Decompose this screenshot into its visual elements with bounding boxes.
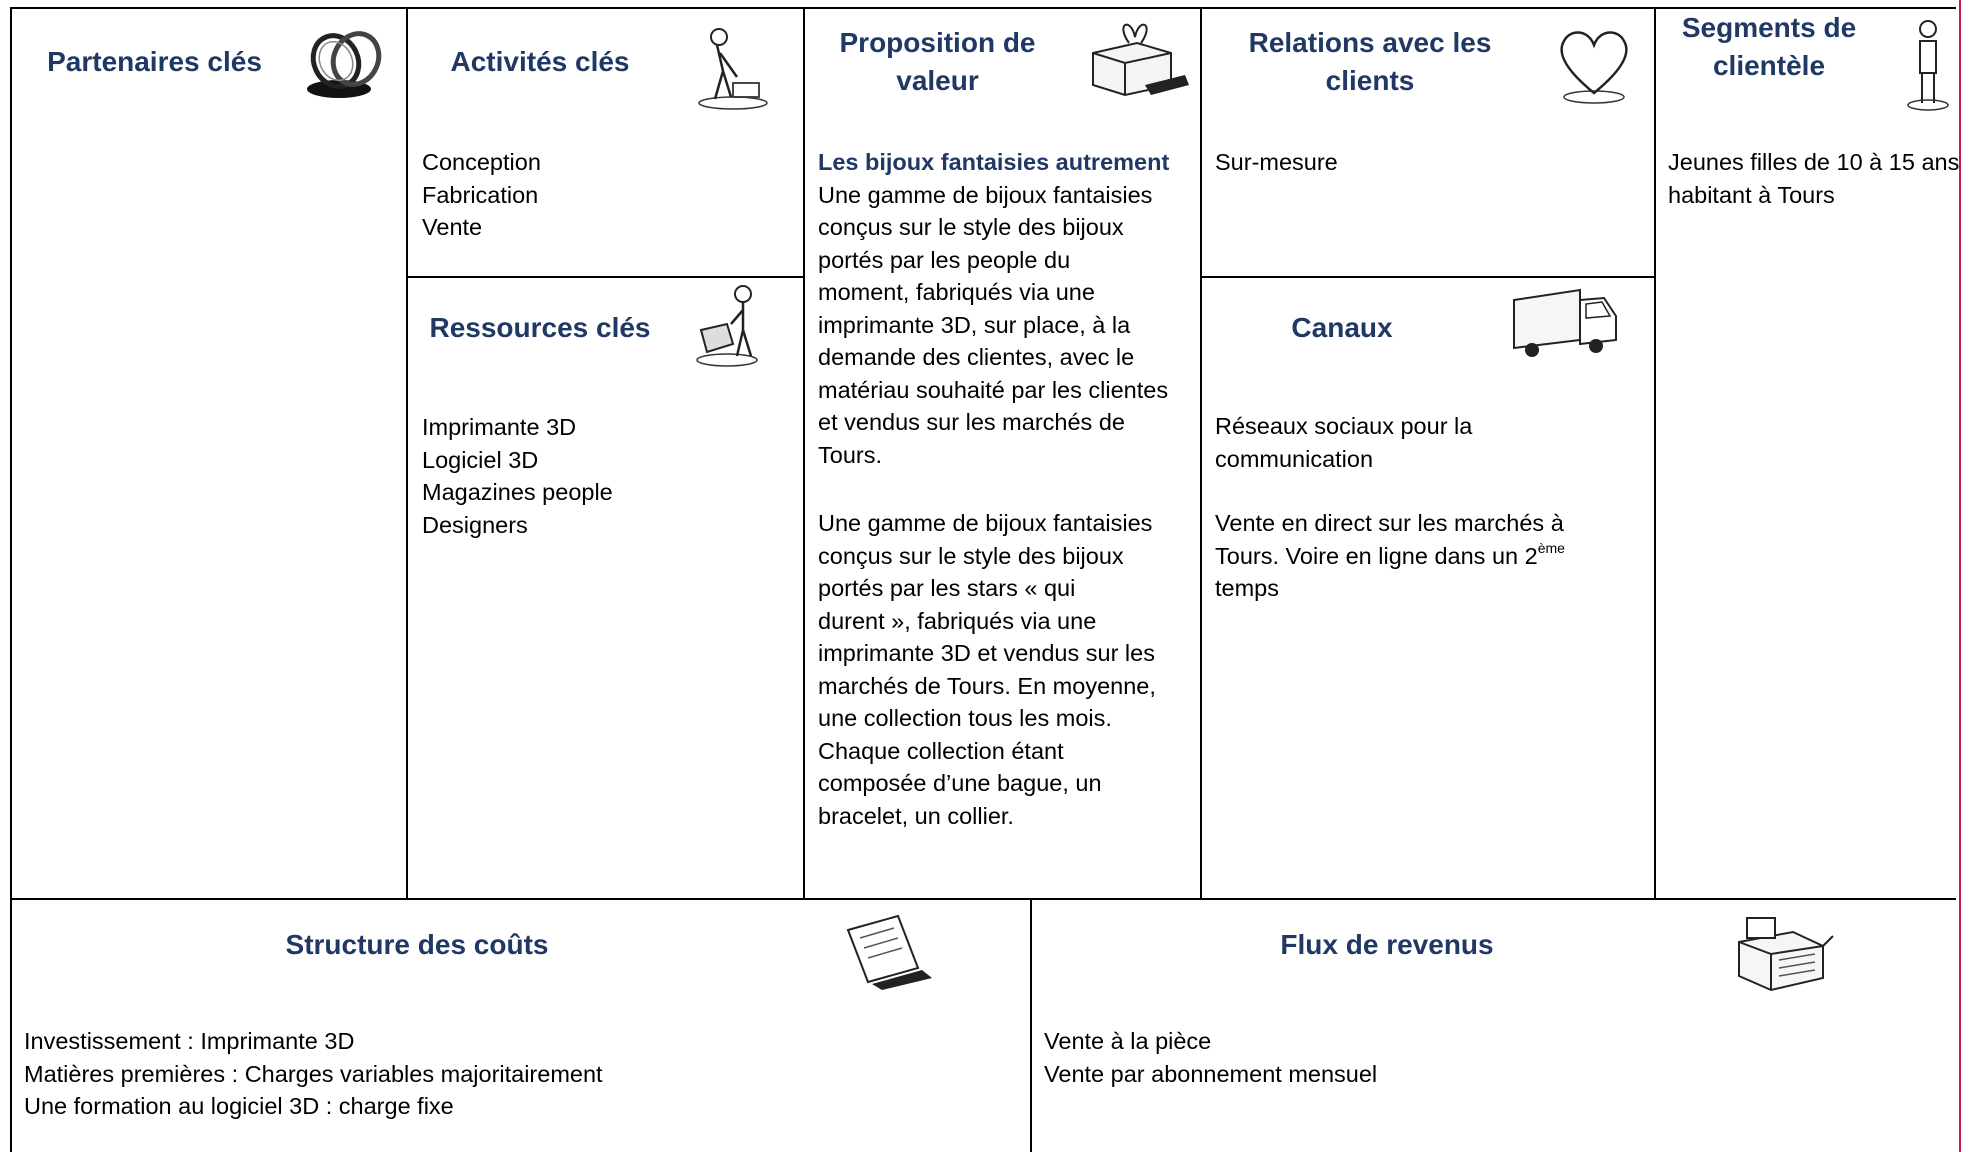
relations-title-line: clients xyxy=(1325,65,1415,96)
key-partners-title: Partenaires clés xyxy=(47,46,262,77)
text-line: temps xyxy=(1215,575,1279,601)
person-working-icon xyxy=(693,23,773,111)
value-proposition-text: Les bijoux fantaisies autrement Une gamm… xyxy=(818,146,1169,832)
relations-title-line: Relations avec les xyxy=(1248,27,1492,58)
list-item: Fabrication xyxy=(422,181,539,208)
text-line: Tours. xyxy=(818,441,882,468)
customer-relationships-list: Sur-mesure xyxy=(1215,146,1338,179)
cash-register-icon xyxy=(1727,906,1837,996)
grid-divider xyxy=(1030,898,1032,1152)
text-line: Chaque collection étant xyxy=(818,737,1064,764)
grid-divider xyxy=(1654,7,1656,899)
grid-top-border xyxy=(10,7,1956,9)
grid-divider xyxy=(10,898,1956,900)
channels-block: Canaux Réseaux sociaux pour la communica… xyxy=(1202,278,1654,898)
list-item: Conception xyxy=(422,149,541,175)
text-line: bracelet, un collier. xyxy=(818,802,1014,829)
channels-title: Canaux xyxy=(1291,312,1393,343)
customer-relationships-title: Relations avec les clients xyxy=(1202,24,1538,100)
list-item: Investissement : Imprimante 3D xyxy=(24,1028,355,1054)
channels-text: Réseaux sociaux pour la communication Ve… xyxy=(1215,410,1565,605)
cost-structure-block: Structure des coûts Investissement : Imp… xyxy=(12,900,1030,1152)
customer-segments-list: Jeunes filles de 10 à 15 ans habitant à … xyxy=(1668,146,1959,211)
text-line: marchés de Tours. En moyenne, xyxy=(818,672,1156,699)
documents-icon xyxy=(842,910,942,990)
grid-divider xyxy=(406,276,803,278)
key-activities-block: Activités clés Conception Fabrication Ve… xyxy=(408,9,803,276)
text-line: conçus sur le style des bijoux xyxy=(818,214,1124,240)
revenue-streams-block: Flux de revenus Vente à la pièce Vente p… xyxy=(1032,900,1956,1152)
grid-divider xyxy=(406,7,408,899)
superscript: ème xyxy=(1537,539,1565,556)
list-item: Une formation au logiciel 3D : charge fi… xyxy=(24,1093,454,1119)
grid-divider xyxy=(1200,276,1654,278)
customer-segments-title: Segments de clientèle xyxy=(1656,9,1882,85)
text-line: Vente en direct sur les marchés à xyxy=(1215,510,1564,536)
list-item: Imprimante 3D xyxy=(422,414,577,440)
segments-title-line: clientèle xyxy=(1712,50,1826,81)
key-partners-block: Partenaires clés xyxy=(12,9,406,898)
list-item: Logiciel 3D xyxy=(422,446,539,473)
gift-box-icon xyxy=(1085,13,1191,99)
text-line: imprimante 3D, sur place, à la xyxy=(818,311,1131,338)
page-margin-line xyxy=(1959,0,1961,1152)
grid-left-border xyxy=(10,7,12,1152)
key-activities-title: Activités clés xyxy=(450,46,630,77)
list-item: Vente par abonnement mensuel xyxy=(1044,1060,1378,1087)
text-line: portés par les people du xyxy=(818,246,1071,273)
list-item: Vente xyxy=(422,214,483,240)
list-item: Magazines people xyxy=(422,479,613,505)
key-activities-list: Conception Fabrication Vente xyxy=(422,146,541,244)
text-line: Une gamme de bijoux fantaisies xyxy=(818,181,1153,208)
text-line: portés par les stars « qui xyxy=(818,575,1076,601)
text-line: conçus sur le style des bijoux xyxy=(818,542,1124,569)
text-fragment: Tours. Voire en ligne dans un 2 xyxy=(1215,542,1538,569)
standing-person-icon xyxy=(1904,17,1952,113)
text-line: une collection tous les mois. xyxy=(818,705,1112,731)
customer-segments-block: Segments de clientèle Jeunes filles de 1… xyxy=(1656,9,1959,898)
revenue-streams-title: Flux de revenus xyxy=(1280,929,1494,960)
grid-divider xyxy=(1200,7,1202,899)
list-item: habitant à Tours xyxy=(1668,181,1835,208)
list-item: Vente à la pièce xyxy=(1044,1028,1212,1054)
revenue-streams-list: Vente à la pièce Vente par abonnement me… xyxy=(1044,1025,1377,1090)
person-with-crate-icon xyxy=(691,280,771,370)
paragraph-gap xyxy=(1215,475,1565,507)
paragraph-gap xyxy=(818,471,1169,507)
cost-structure-list: Investissement : Imprimante 3D Matières … xyxy=(24,1025,603,1123)
truck-icon xyxy=(1510,286,1622,368)
list-item: Jeunes filles de 10 à 15 ans xyxy=(1668,149,1960,175)
text-line: demande des clientes, avec le xyxy=(818,344,1135,370)
key-resources-block: Ressources clés Imprimante 3D Logiciel 3… xyxy=(408,278,803,898)
cost-structure-title: Structure des coûts xyxy=(285,929,549,960)
text-line: imprimante 3D et vendus sur les xyxy=(818,640,1155,666)
list-item: Sur-mesure xyxy=(1215,149,1338,175)
rings-icon xyxy=(294,23,404,107)
segments-title-line: Segments de xyxy=(1681,12,1857,43)
text-line: durent », fabriqués via une xyxy=(818,607,1097,634)
grid-divider xyxy=(803,7,805,899)
value-proposition-block: Proposition de valeur Les bijoux fantais… xyxy=(805,9,1200,898)
text-line: Tours. Voire en ligne dans un 2ème xyxy=(1215,540,1565,573)
key-resources-list: Imprimante 3D Logiciel 3D Magazines peop… xyxy=(422,411,613,541)
list-item: Matières premières : Charges variables m… xyxy=(24,1060,603,1087)
text-line: Une gamme de bijoux fantaisies xyxy=(818,510,1153,536)
key-resources-title: Ressources clés xyxy=(429,312,651,343)
value-proposition-title: Proposition de valeur xyxy=(805,24,1070,100)
customer-relationships-block: Relations avec les clients Sur-mesure xyxy=(1202,9,1654,276)
text-line: matériau souhaité par les clientes xyxy=(818,376,1169,403)
list-item: Designers xyxy=(422,511,528,538)
text-line: et vendus sur les marchés de xyxy=(818,409,1125,435)
text-line: communication xyxy=(1215,445,1374,472)
text-line: composée d’une bague, un xyxy=(818,770,1102,796)
value-title-line: Proposition de xyxy=(839,27,1036,58)
heart-icon xyxy=(1552,21,1638,107)
text-line: Réseaux sociaux pour la xyxy=(1215,413,1473,439)
value-subtitle: Les bijoux fantaisies autrement xyxy=(818,149,1170,175)
text-line: moment, fabriqués via une xyxy=(818,279,1095,305)
value-title-line: valeur xyxy=(896,65,979,96)
